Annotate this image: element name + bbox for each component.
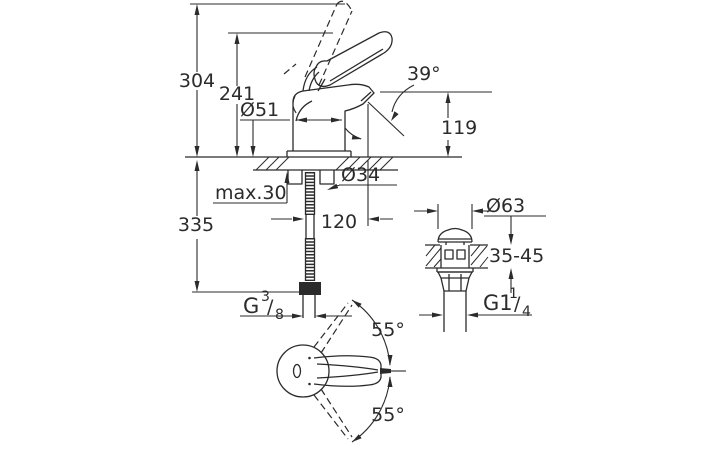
drain-cap-dome bbox=[437, 227, 473, 243]
top-view-lever bbox=[313, 355, 382, 387]
dim-shank-diameter: Ø34 bbox=[341, 164, 380, 186]
top-view bbox=[276, 302, 406, 440]
mounting-assembly bbox=[287, 170, 335, 318]
dim-spout-projection: 120 bbox=[321, 211, 357, 233]
body-highlight-curve bbox=[295, 100, 313, 122]
top-view-dimensions: 55° 55° bbox=[351, 299, 405, 443]
top-view-lever-edges bbox=[316, 363, 379, 379]
waste-thread-denominator: 4 bbox=[522, 304, 531, 320]
drain-dimensions: Ø63 35-45 G1 1 / 4 bbox=[414, 195, 546, 320]
counter-hatching bbox=[255, 156, 394, 171]
drain-hex-nut bbox=[437, 271, 473, 292]
lever-blade-edge-line bbox=[329, 48, 384, 82]
dim-outlet-height: 119 bbox=[441, 117, 477, 139]
supply-thread-slash: / bbox=[267, 296, 274, 318]
drain-body-slots bbox=[444, 249, 466, 260]
hose-end-fitting bbox=[299, 282, 321, 295]
drain-cap-rim bbox=[438, 238, 472, 243]
top-view-dot-lower bbox=[308, 382, 311, 386]
supply-thread-denominator: 8 bbox=[275, 307, 284, 323]
water-stream-line bbox=[367, 101, 405, 137]
dim-swivel-lower: 55° bbox=[371, 404, 405, 426]
dim-max-deck-thickness: max.30 bbox=[215, 182, 287, 204]
top-view-lever-tip bbox=[380, 368, 391, 374]
waste-thread-slash: / bbox=[514, 293, 521, 315]
waste-thread-numerator: 1 bbox=[509, 286, 518, 302]
base-flange bbox=[286, 150, 352, 157]
top-view-dot-upper bbox=[308, 356, 311, 360]
drain-counter-lines bbox=[425, 244, 488, 269]
dim-deck-thickness-range: 35-45 bbox=[489, 245, 544, 267]
dim-stream-angle: 39° bbox=[407, 63, 441, 85]
top-view-lever-swivel-dashed bbox=[313, 302, 353, 440]
drain-valve-view bbox=[425, 227, 489, 332]
lever-dome-joint bbox=[302, 66, 326, 92]
stream-angle-arrow bbox=[351, 134, 362, 140]
hose-end-tube bbox=[302, 295, 316, 318]
supply-thread-numerator: 3 bbox=[261, 289, 270, 305]
lever-raised-dashed bbox=[283, 0, 353, 115]
faucet-body-outline bbox=[292, 83, 375, 151]
lever-blade bbox=[313, 31, 393, 88]
dim-lever-height: 241 bbox=[219, 83, 255, 105]
dim-supply-thread: G 3 / 8 bbox=[240, 289, 352, 323]
drain-body-through-deck bbox=[440, 245, 470, 268]
dim-hose-length: 335 bbox=[178, 214, 214, 236]
dim-swivel-upper: 55° bbox=[371, 319, 405, 341]
front-view-faucet bbox=[185, 0, 462, 226]
dim-flange-diameter: Ø63 bbox=[486, 195, 525, 217]
supply-thread-base: G bbox=[243, 294, 259, 318]
dim-body-diameter: Ø51 bbox=[240, 99, 279, 121]
front-view-dimensions: 304 241 Ø51 max.30 Ø34 120 39° 119 bbox=[178, 4, 492, 323]
dim-total-height: 304 bbox=[179, 70, 215, 92]
waste-thread-base: G1 bbox=[483, 291, 513, 315]
drain-tailpipe bbox=[443, 291, 467, 332]
spout-aerator-line bbox=[360, 91, 372, 102]
dim-waste-thread: G1 1 / 4 bbox=[419, 286, 532, 320]
top-view-spout-mark bbox=[292, 363, 302, 379]
hose-neck bbox=[305, 215, 315, 238]
drain-counter-hatching bbox=[425, 244, 489, 268]
top-view-body-circle bbox=[276, 344, 330, 398]
